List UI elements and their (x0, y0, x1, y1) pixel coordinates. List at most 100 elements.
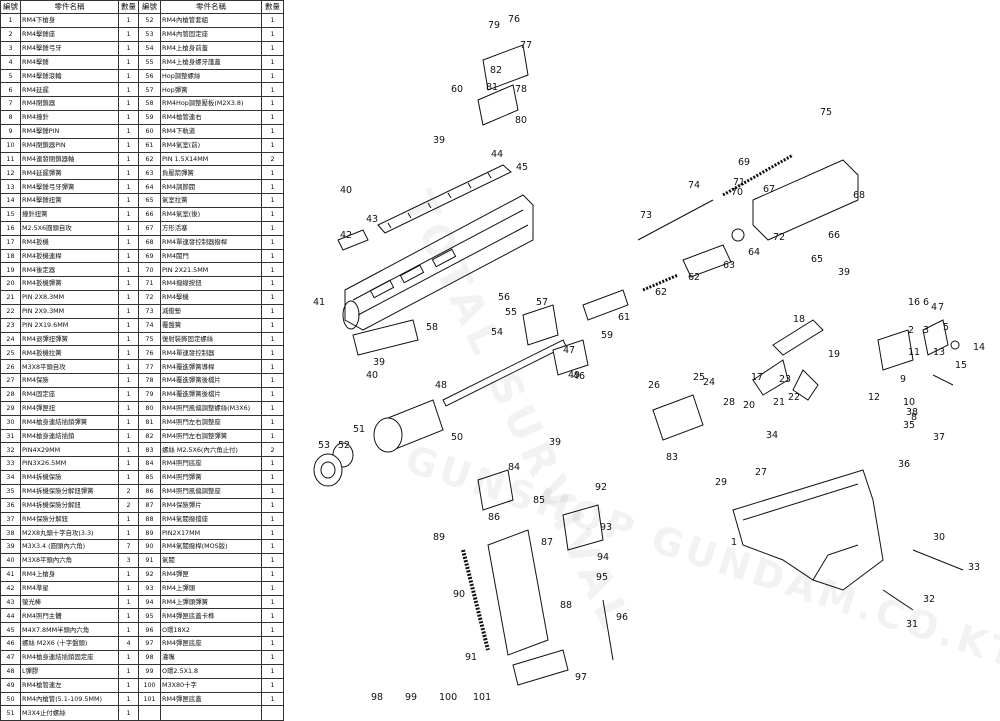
part-name-2: RM4單連發控制器 (160, 345, 262, 361)
front-sight-part (337, 229, 369, 251)
callout-label: 101 (473, 692, 491, 703)
callout-label: 19 (828, 349, 840, 360)
part-number: 35 (0, 483, 21, 499)
callout-label: 6 (923, 297, 929, 308)
part-number-2: 98 (138, 650, 161, 665)
part-name: RM4擊錘弓牙彈簧 (20, 179, 119, 195)
part-quantity-2: 1 (261, 234, 284, 250)
part-number-2: 87 (138, 497, 161, 513)
part-name: RM4連發閉鎖器軸 (20, 151, 119, 167)
callout-label: 8 (911, 412, 917, 423)
part-name-2: RM4氣閥撥桿(MOS版) (160, 539, 262, 555)
part-number: 10 (0, 137, 21, 153)
callout-label: 76 (508, 14, 520, 25)
part-number-2: 73 (138, 303, 161, 319)
callout-label: 73 (640, 210, 652, 221)
callout-label: 29 (715, 477, 727, 488)
part-number-2: 94 (138, 594, 161, 610)
part-quantity-2: 1 (261, 262, 284, 278)
callout-label: 50 (451, 432, 463, 443)
part-quantity: 1 (118, 456, 139, 472)
callout-label: 75 (820, 107, 832, 118)
callout-label: 25 (693, 372, 705, 383)
part-name-2: O環18X2 (160, 622, 262, 638)
callout-label: 21 (773, 397, 785, 408)
part-number-2: 80 (138, 400, 161, 416)
part-quantity: 1 (118, 691, 139, 707)
callout-label: 44 (491, 149, 503, 160)
part-quantity-2: 1 (261, 359, 284, 375)
callout-label: 3 (923, 325, 929, 336)
callout-label: 95 (596, 572, 608, 583)
callout-label: 17 (751, 372, 763, 383)
callout-label: 32 (923, 594, 935, 605)
part-quantity-2: 1 (261, 636, 284, 651)
part-quantity-2: 1 (261, 290, 284, 305)
part-number-2 (138, 705, 161, 721)
part-name: PIN3X26.5MM (20, 456, 119, 472)
part-quantity-2: 1 (261, 691, 284, 707)
part-name: RM4扳機 (20, 234, 119, 250)
part-name: RM4閉鎖器PIN (20, 137, 119, 153)
part-name-2: 螺絲 M2.5X6(內六角止付) (160, 442, 262, 458)
part-number-2: 52 (138, 13, 161, 29)
callout-label: 74 (688, 180, 700, 191)
part-number-2: 56 (138, 68, 161, 84)
part-name-2: O環2.5X1.8 (160, 663, 262, 679)
callout-label: 68 (853, 190, 865, 201)
part-quantity: 7 (118, 539, 139, 555)
part-number: 36 (0, 497, 21, 513)
header-number-2: 編號 (138, 0, 161, 15)
callout-label: 14 (973, 342, 985, 353)
callout-label: 88 (560, 600, 572, 611)
part-number: 13 (0, 179, 21, 195)
part-name: M3X8平頭自攻 (20, 359, 119, 375)
part-quantity: 1 (118, 566, 139, 582)
part-name-2: RM4覆進彈簧導桿 (160, 359, 262, 375)
part-number-2: 74 (138, 317, 161, 333)
part-number: 5 (0, 68, 21, 84)
part-number: 31 (0, 428, 21, 444)
part-name-2: 氣室拉簧 (160, 193, 262, 208)
callout-label: 27 (755, 467, 767, 478)
part-quantity-2: 1 (261, 27, 284, 42)
part-quantity: 1 (118, 207, 139, 222)
part-number-2: 83 (138, 442, 161, 458)
part-number-2: 100 (138, 677, 161, 693)
callout-label: 57 (536, 297, 548, 308)
part-quantity-2: 1 (261, 54, 284, 70)
part-name: M2X8丸頭十字自攻(3.3) (20, 525, 119, 541)
part-quantity: 1 (118, 248, 139, 264)
part-quantity-2: 1 (261, 13, 284, 29)
callout-label: 15 (955, 360, 967, 371)
part-quantity-2: 1 (261, 193, 284, 208)
barrel-left-part (552, 339, 589, 376)
part-number-2: 92 (138, 566, 161, 582)
part-number: 28 (0, 386, 21, 402)
part-name: PIN 2X9.3MM (20, 303, 119, 319)
part-quantity-2: 1 (261, 511, 284, 527)
callout-label: 20 (743, 400, 755, 411)
part-name-2: RM4氣閥撥擋座 (160, 511, 262, 527)
part-name: RM4擊錘座 (20, 27, 119, 42)
part-name-2: RM4彈匣底座 (160, 636, 262, 651)
callout-label: 91 (465, 652, 477, 663)
callout-label: 97 (575, 672, 587, 683)
part-name: PIN4X29MM (20, 442, 119, 458)
part-quantity: 1 (118, 400, 139, 416)
part-quantity-2: 1 (261, 470, 284, 485)
